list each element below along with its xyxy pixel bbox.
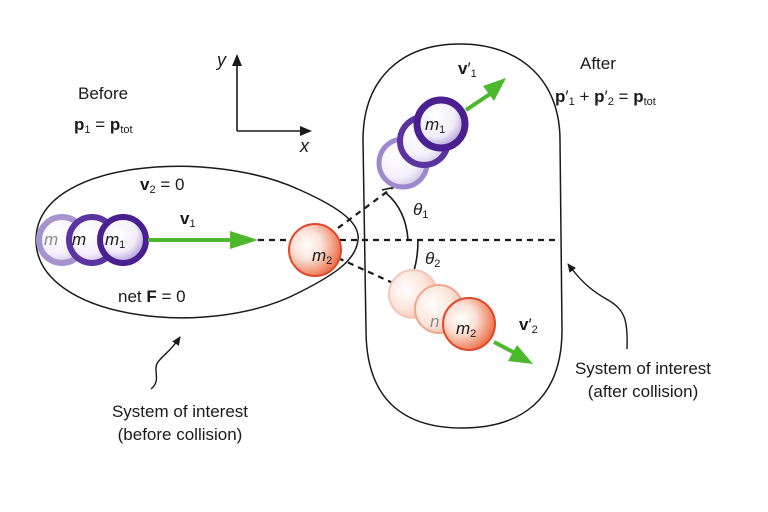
- theta1-label: θ1: [413, 201, 428, 221]
- plus-sign: +: [579, 87, 590, 106]
- ball-m2-after: [442, 297, 496, 351]
- p1-prime-subscript: 1: [568, 96, 575, 108]
- theta2-label: θ2: [425, 250, 440, 270]
- equals-sign: =: [618, 87, 629, 106]
- theta1-symbol: θ: [413, 200, 423, 219]
- ptot-subscript: tot: [643, 96, 656, 108]
- net-force-value: = 0: [161, 287, 186, 306]
- caption-line-1: System of interest: [111, 402, 249, 421]
- ball-m1-after-label: m1: [425, 116, 445, 136]
- v2-prime-symbol: v: [519, 315, 529, 334]
- x-axis-arrowhead: [300, 126, 312, 136]
- m1-symbol: m: [425, 115, 440, 134]
- ball-m1-after: [413, 96, 469, 152]
- after-m1-balls: [376, 96, 469, 190]
- equals-sign: =: [95, 115, 106, 134]
- m2-subscript: 2: [326, 255, 333, 267]
- x-axis-label: x: [300, 136, 309, 156]
- caption-line-2: (after collision): [587, 382, 699, 401]
- v1-symbol: v: [180, 209, 190, 228]
- v2-prime-arrow-shaft: [493, 340, 516, 355]
- v1-prime-mark: ′: [467, 59, 471, 78]
- y-axis-label: y: [217, 50, 226, 70]
- p1-prime-symbol: p: [555, 87, 566, 106]
- p1-symbol: p: [74, 115, 85, 134]
- theta2-subscript: 2: [434, 258, 441, 270]
- p1-prime-mark: ′: [565, 87, 569, 106]
- v1-prime-arrowhead: [483, 78, 506, 101]
- after-system-caption: System of interest (after collision): [548, 357, 738, 403]
- after-m2-balls: [388, 269, 496, 351]
- v2-symbol: v: [140, 175, 150, 194]
- v2-value: = 0: [160, 175, 185, 194]
- trajectory-lines: [258, 159, 560, 320]
- v2-equals-zero: v2 = 0: [140, 176, 184, 196]
- m2-subscript: 2: [470, 328, 477, 340]
- force-symbol: F: [146, 287, 157, 306]
- after-system-boundary: [362, 43, 563, 429]
- m2-outgoing-path: [337, 256, 471, 320]
- ball-m2-before: [288, 223, 342, 277]
- caption-line-1: System of interest: [574, 359, 712, 378]
- v2-prime-subscript: 2: [531, 324, 538, 336]
- v1-prime-arrow-shaft: [464, 92, 492, 112]
- m2-symbol: m: [312, 246, 327, 265]
- before-system-boundary: [35, 165, 359, 319]
- ball-m2-after-label: m2: [456, 320, 476, 340]
- v2-prime-label: v′2: [519, 316, 538, 336]
- theta1-arc: [385, 192, 409, 241]
- ball-m1-before-label: m1: [105, 231, 125, 251]
- before-title: Before: [78, 84, 129, 103]
- v1-prime-subscript: 1: [470, 68, 477, 80]
- m1-symbol: m: [105, 230, 120, 249]
- ghost-ball-label-after-m2: n: [430, 312, 440, 331]
- coordinate-axes: [232, 54, 312, 136]
- ptot-subscript: tot: [120, 124, 133, 136]
- after-momentum-equation: p′1 + p′2 = ptot: [555, 88, 656, 108]
- after-system-pointer: [567, 263, 628, 350]
- v1-prime-label: v′1: [458, 60, 477, 80]
- before-system-pointer: [150, 336, 181, 390]
- caption-line-2: (before collision): [117, 425, 243, 444]
- theta1-tick: [381, 187, 392, 191]
- m2-symbol: m: [456, 319, 471, 338]
- v1-prime-symbol: v: [458, 59, 468, 78]
- p2-prime-symbol: p: [594, 87, 605, 106]
- ghost-ball-label-1: m: [44, 230, 59, 249]
- before-m1-balls: [36, 214, 149, 266]
- v2-subscript: 2: [149, 184, 156, 196]
- net-word: net: [118, 287, 142, 306]
- theta1-subscript: 1: [422, 209, 429, 221]
- m1-subscript: 1: [119, 239, 126, 251]
- p2-prime-subscript: 2: [607, 96, 614, 108]
- before-system-caption: System of interest (before collision): [80, 400, 280, 446]
- v1-arrowhead: [230, 231, 258, 249]
- v1-label: v1: [180, 210, 196, 230]
- ball-m2-before-label: m2: [312, 247, 332, 267]
- m1-subscript: 1: [439, 124, 446, 136]
- v2-prime-arrowhead: [508, 345, 533, 364]
- before-momentum-equation: p1 = ptot: [74, 116, 133, 136]
- y-axis-arrowhead: [232, 54, 242, 66]
- ghost-ball-label-2: m: [72, 230, 87, 249]
- p1-subscript: 1: [84, 124, 91, 136]
- v2-prime-mark: ′: [528, 315, 532, 334]
- p2-prime-mark: ′: [604, 87, 608, 106]
- ball-m1-before: [97, 214, 149, 266]
- theta2-symbol: θ: [425, 249, 435, 268]
- m1-outgoing-path: [337, 159, 431, 229]
- v1-subscript: 1: [189, 218, 196, 230]
- net-force-equation: net F = 0: [118, 288, 186, 305]
- after-title: After: [580, 54, 616, 73]
- ptot-symbol: p: [633, 87, 644, 106]
- ptot-symbol: p: [109, 115, 121, 134]
